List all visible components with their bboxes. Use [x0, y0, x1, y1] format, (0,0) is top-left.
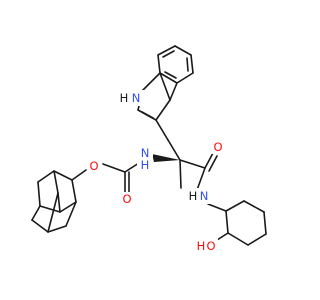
molecule-diagram: H N N H O O O H N H O [31, 45, 267, 253]
amine-h-label: H [141, 158, 150, 172]
amide-group [196, 152, 227, 212]
carbamate-carbonyl-o-label: O [122, 192, 131, 206]
amine-n-label: N [141, 146, 150, 160]
indole-n-label: N [132, 91, 141, 105]
indole-h-label: H [120, 91, 129, 105]
alpha-carbon-bonds [152, 154, 206, 189]
ester-o-label: O [89, 159, 98, 173]
ch2-linker [155, 119, 181, 161]
amide-n-label: N [200, 189, 209, 203]
atom-labels: H N N H O O O H N H O [87, 90, 225, 253]
carbamate-group [71, 162, 140, 193]
amide-h-label: H [189, 189, 198, 203]
amide-o-label: O [213, 140, 222, 154]
indole-benzene-ring [157, 45, 194, 84]
adamantane-cage [31, 170, 77, 233]
molecule-svg: H N N H O O O H N H O [31, 45, 267, 253]
hydroxyl-h-label: H [197, 239, 206, 253]
hydroxyl-o-label: O [206, 239, 215, 253]
cyclohexane-ring [213, 200, 267, 246]
stereo-wedge [152, 154, 180, 162]
